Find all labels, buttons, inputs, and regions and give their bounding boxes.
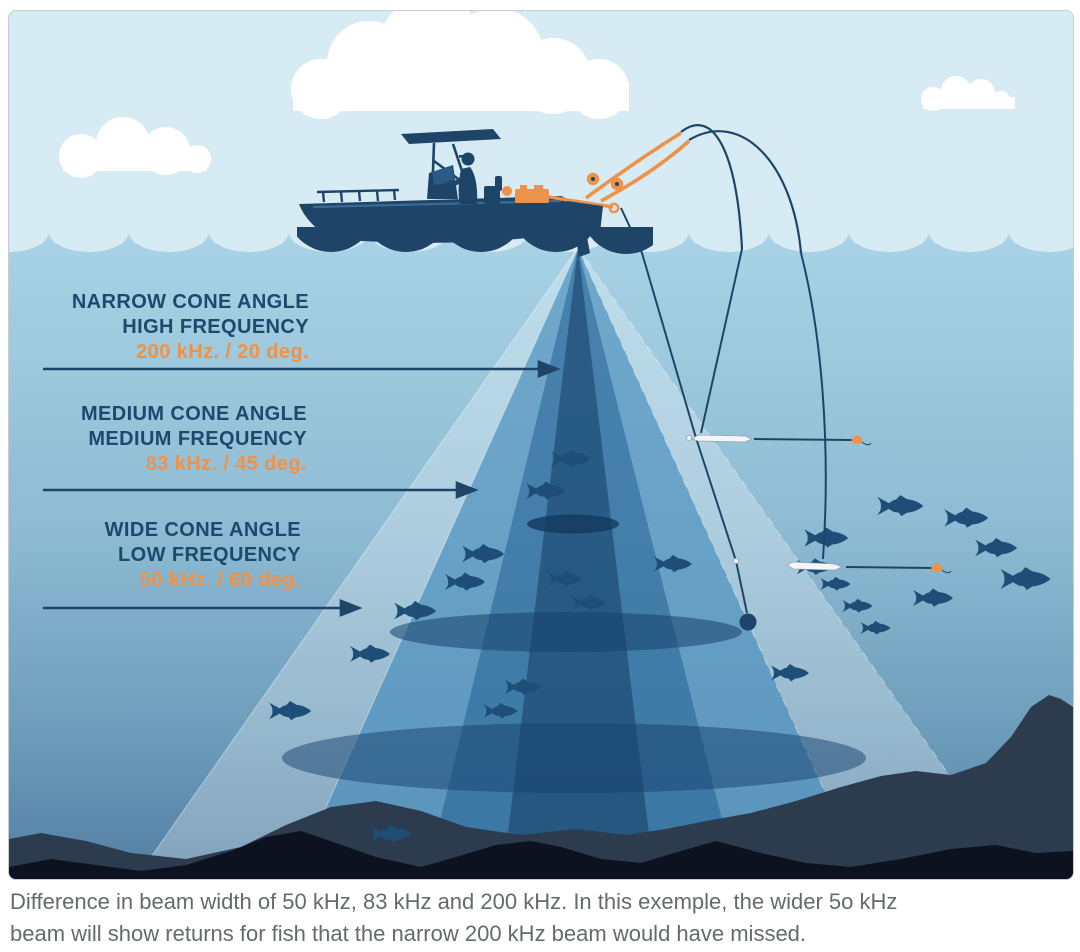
beam-footprint-ellipse: [282, 723, 866, 793]
fishing-line: [800, 252, 827, 560]
beam-label-line: NARROW CONE ANGLE: [71, 291, 309, 313]
leader-line: [845, 566, 933, 569]
caption-line-2: beam will show returns for fish that the…: [10, 921, 807, 946]
sonar-beam-diagram: NARROW CONE ANGLE HIGH FREQUENCY 200 kHz…: [8, 10, 1074, 880]
beam-label-medium: MEDIUM CONE ANGLE MEDIUM FREQUENCY 83 kH…: [81, 402, 307, 477]
beam-label-value: 50 kHz. / 60 deg.: [139, 569, 301, 591]
illustration-canvas: [9, 11, 1073, 879]
leader-line: [753, 438, 853, 441]
boat-icon: [299, 124, 803, 257]
rod-line-arc: [680, 124, 803, 254]
beam-label-line: MEDIUM CONE ANGLE: [80, 403, 307, 425]
fishing-reel-icon: [586, 172, 624, 191]
beam-footprint-ellipses: [282, 514, 866, 793]
beam-label-line: WIDE CONE ANGLE: [104, 519, 301, 541]
leaning-post-seat: [484, 176, 502, 204]
flasher-icon: [686, 434, 844, 571]
cloud-icon: [291, 11, 629, 119]
cloud-icon: [921, 76, 1015, 111]
angler-icon: [452, 152, 478, 204]
cannonball-weight-icon: [739, 613, 757, 631]
beam-footprint-ellipse: [527, 514, 619, 534]
beam-label-line: HIGH FREQUENCY: [122, 316, 309, 338]
boat-hull: [299, 196, 570, 243]
sonar-cone-core: [504, 248, 653, 867]
downrigger-icon: [502, 185, 620, 214]
console-windshield: [432, 166, 455, 185]
beam-label-value: 200 kHz. / 20 deg.: [136, 341, 309, 363]
cloud-icon: [59, 117, 211, 178]
beam-label-narrow: NARROW CONE ANGLE HIGH FREQUENCY 200 kHz…: [72, 290, 309, 365]
beam-footprint-ellipse: [390, 612, 742, 652]
seafloor-back-ridge: [9, 695, 1073, 879]
seafloor-front-ridge: [9, 831, 1073, 879]
caption-line-1: Difference in beam width of 50 kHz, 83 k…: [10, 889, 898, 914]
outboard-motor-icon: [567, 201, 603, 257]
beam-label-value: 83 kHz. / 45 deg.: [145, 453, 307, 475]
bow-rail: [316, 188, 400, 203]
beam-label-arrows: [43, 360, 561, 617]
steering-wheel-icon: [446, 180, 456, 190]
lure-icon: [851, 435, 952, 574]
fishing-rod-icon: [584, 131, 691, 203]
beam-label-wide: WIDE CONE ANGLE LOW FREQUENCY 50 kHz. / …: [105, 518, 301, 593]
beam-label-line: LOW FREQUENCY: [118, 544, 301, 566]
beam-label-line: MEDIUM FREQUENCY: [88, 428, 307, 450]
fishing-line: [700, 248, 743, 434]
figure-caption: Difference in beam width of 50 kHz, 83 k…: [10, 886, 1024, 950]
